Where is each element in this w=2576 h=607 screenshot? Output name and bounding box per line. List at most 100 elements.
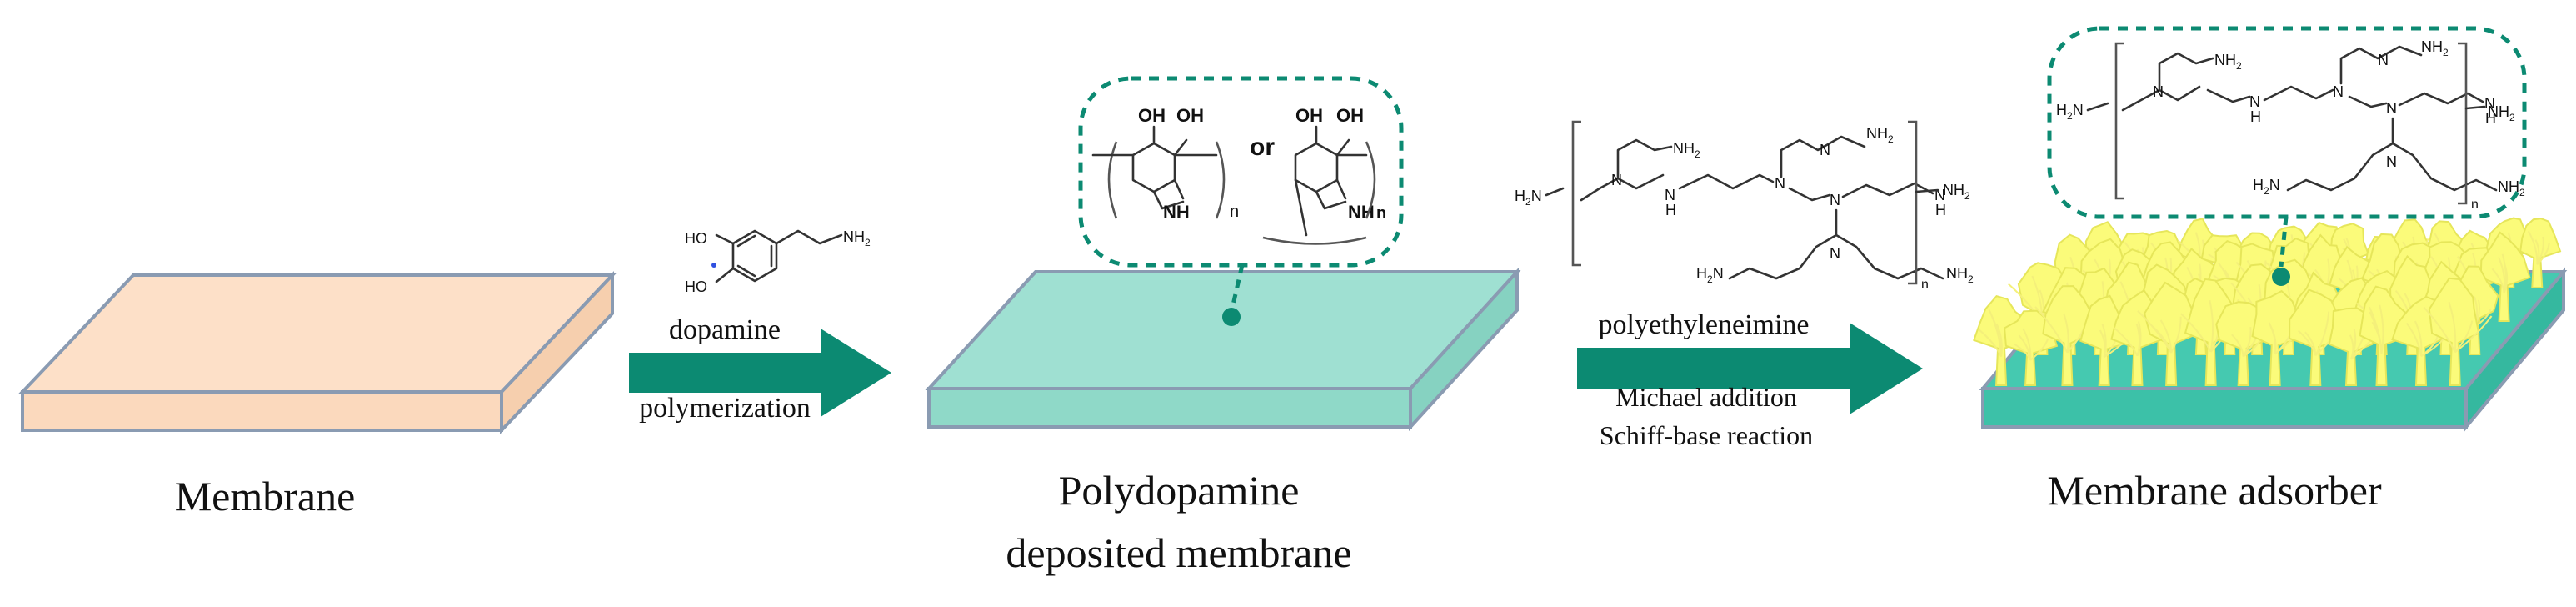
svg-text:NH2: NH2	[2214, 52, 2242, 72]
n-label: N	[1531, 188, 1542, 204]
n-label: N	[2073, 102, 2084, 118]
nh2-label: NH	[2498, 178, 2519, 195]
pei-brush-branch	[2159, 319, 2173, 354]
n-label: N	[1830, 192, 1840, 208]
nh-label: N	[1665, 187, 1675, 203]
subscript: 2	[2443, 47, 2449, 58]
n-label: N	[1713, 265, 1724, 282]
n-label: N	[2386, 100, 2397, 117]
pei-brush	[2184, 278, 2235, 386]
pei-brush-branch	[2135, 323, 2141, 357]
or-label: or	[1250, 133, 1275, 161]
pda-label-line2: deposited membrane	[1006, 529, 1351, 576]
callout-pointer	[1230, 264, 1245, 309]
pei-brush-branch	[2349, 334, 2354, 360]
pei-brush-branch	[1995, 323, 2003, 357]
nh2-label: NH	[1673, 140, 1695, 157]
pei-brush-branch	[2170, 316, 2182, 354]
pei-brush-branch	[2405, 322, 2422, 357]
oh-label: OH	[1176, 105, 1204, 126]
pei-brush	[2144, 281, 2198, 386]
n-label: N	[2386, 153, 2397, 170]
h2n-label: H	[1515, 188, 1525, 204]
pei-brush-branch	[2314, 311, 2330, 356]
pei-brush-branch	[2018, 334, 2032, 361]
repeat-n: n	[1376, 204, 1386, 223]
pei-brush-branch	[2063, 313, 2069, 353]
pei-brush-branch	[2099, 329, 2106, 358]
h2n-label: H	[2253, 177, 2264, 193]
oh-label: OH	[1138, 105, 1166, 126]
h-label: H	[1935, 202, 1946, 218]
subscript: 2	[865, 237, 871, 248]
michael-label: Michael addition	[1615, 382, 1797, 412]
n-label: N	[2333, 83, 2344, 100]
subscript: 2	[1525, 196, 1531, 208]
membrane-label: Membrane	[175, 473, 356, 519]
svg-text:H2N: H2N	[1515, 188, 1542, 208]
svg-text:NH2: NH2	[2498, 178, 2525, 198]
pei-brush-branch	[2034, 306, 2069, 354]
polymerization-arrow	[629, 329, 891, 417]
membrane-slab	[18, 270, 617, 435]
pei-brush-branch	[2114, 327, 2139, 357]
pei-brush-branch	[2269, 325, 2277, 354]
pei-structure: H2N N NH2 N H N N NH2 N N H N H2N NH2 n …	[1515, 120, 1974, 292]
svg-text:NH2: NH2	[1946, 265, 1974, 285]
nh2-label: NH	[843, 228, 865, 245]
svg-text:NH2: NH2	[2421, 38, 2449, 58]
nh2-label: NH	[1943, 182, 1964, 198]
pei-brush-branch	[2209, 299, 2214, 353]
pei-brush-branch	[2536, 236, 2544, 265]
pei-brush-branch	[2298, 329, 2317, 356]
h2n-label: H	[1696, 265, 1707, 282]
polymerization-label: polymerization	[639, 393, 811, 424]
adsorber-label: Membrane adsorber	[2047, 467, 2382, 514]
ho-label: HO	[685, 230, 707, 247]
nh2-label: NH	[2214, 52, 2236, 68]
schiff-label: Schiff-base reaction	[1600, 420, 1813, 450]
subscript: 2	[1888, 133, 1894, 145]
pei-brush-branch	[2448, 301, 2457, 353]
n-label: N	[1820, 142, 1830, 158]
subscript: 2	[2509, 112, 2515, 123]
subscript: 2	[1964, 190, 1970, 202]
subscript: 2	[1968, 273, 1974, 285]
n-label: N	[2269, 177, 2280, 193]
h-label: H	[2485, 110, 2496, 127]
svg-text:NH2: NH2	[1943, 182, 1970, 202]
svg-text:NH2: NH2	[1673, 140, 1700, 160]
pei-brush-branch	[2420, 336, 2439, 357]
svg-text:NH2: NH2	[1866, 125, 1894, 145]
nh2-label: NH	[2488, 103, 2509, 120]
oh-label: OH	[1295, 105, 1323, 126]
dopamine-label: dopamine	[669, 314, 781, 345]
h2n-label: H	[2056, 102, 2067, 118]
pda-label-line1: Polydopamine	[1059, 467, 1300, 514]
svg-text:H2N: H2N	[1696, 265, 1724, 285]
svg-text:NH2: NH2	[2488, 103, 2515, 123]
n-label: N	[2153, 83, 2164, 100]
subscript: 2	[2067, 110, 2073, 122]
grafting-arrow	[1577, 323, 1923, 414]
svg-text:H2N: H2N	[2056, 102, 2084, 122]
nh2-label: NH	[2421, 38, 2443, 55]
polydopamine-structure: OH OH NH n or OH OH NH n	[1091, 105, 1386, 245]
n-label: N	[2378, 52, 2389, 68]
h-label: H	[1665, 202, 1676, 218]
grafted-pei-structure: H2N N NH2 N H N N NH2 N N H N H2N NH2 n …	[2056, 38, 2525, 212]
pei-brush-layer	[1973, 217, 2562, 386]
callout-dot	[1222, 308, 1241, 326]
h-label: H	[2250, 108, 2261, 125]
subscript: 2	[1695, 148, 1700, 160]
pei-brush-branch	[2231, 334, 2244, 357]
pei-structure-callout	[2047, 26, 2527, 219]
pei-label: polyethyleneimine	[1598, 309, 1809, 340]
pei-brush-branch	[2137, 310, 2172, 354]
n-label: N	[1611, 172, 1622, 188]
pei-brush-branch	[2369, 306, 2383, 354]
pei-brush-branch	[2503, 264, 2509, 294]
ho-label: HO	[685, 278, 707, 295]
oh-label: OH	[1336, 105, 1364, 126]
